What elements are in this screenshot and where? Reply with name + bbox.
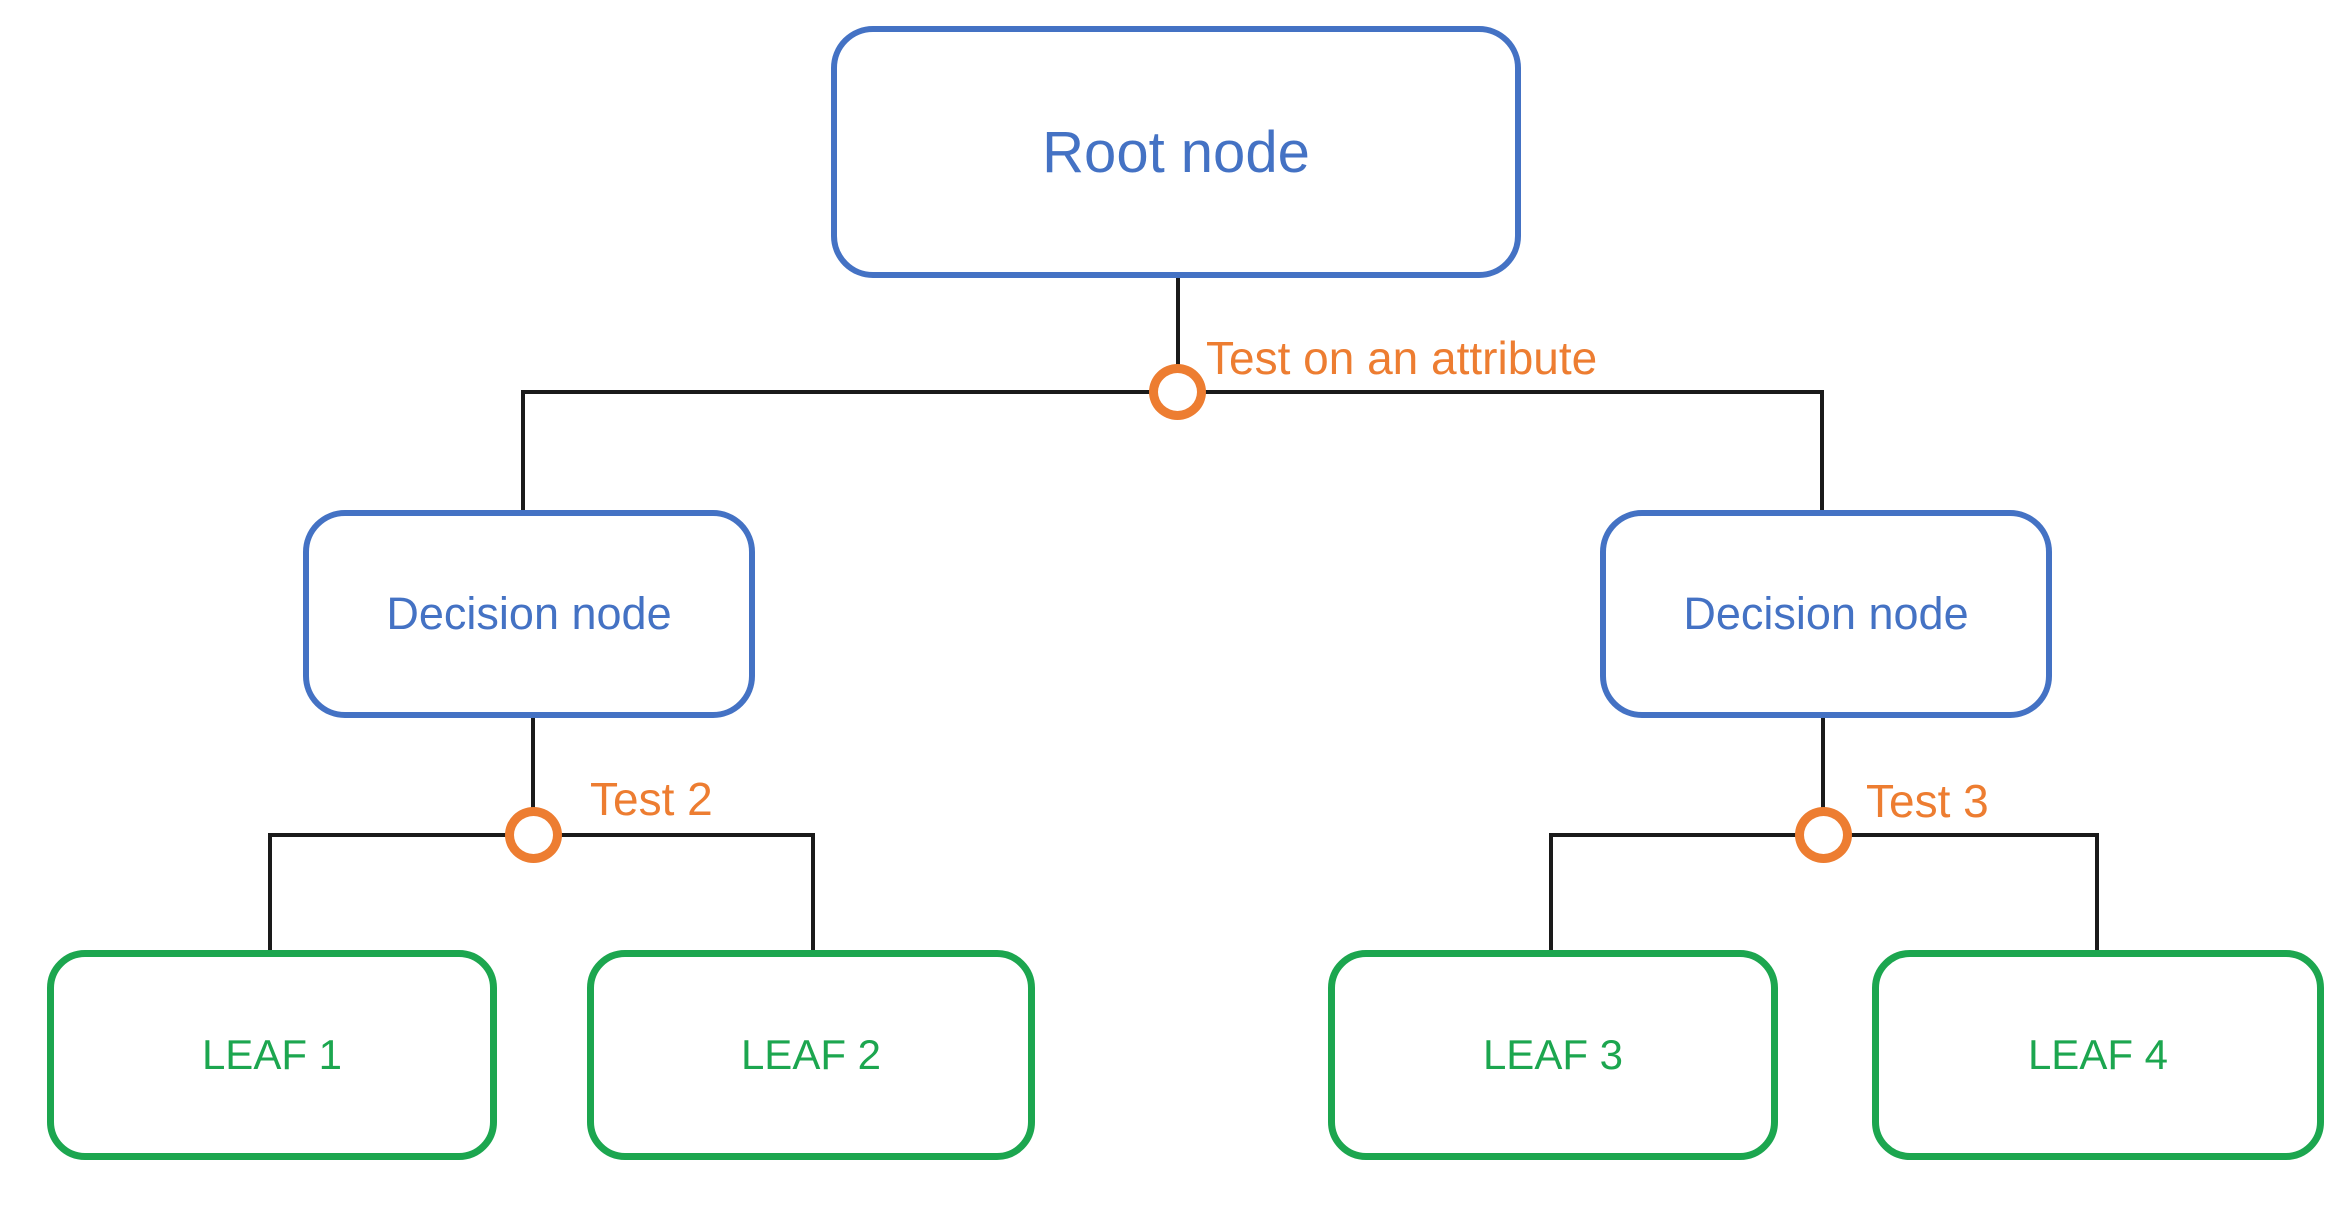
decision-node-left-label: Decision node <box>386 588 672 639</box>
leaf-node-4: LEAF 4 <box>1872 950 2324 1160</box>
connector-leaf4-drop <box>2095 833 2099 952</box>
root-node-label: Root node <box>1042 119 1310 185</box>
connector-leaf1-drop <box>268 833 272 952</box>
connector-left-decision-stem <box>531 718 535 835</box>
connector-root-stem <box>1176 278 1180 392</box>
branch-junction-circle-icon <box>1149 364 1206 420</box>
decision-node-left: Decision node <box>303 510 755 718</box>
leaf-node-2: LEAF 2 <box>587 950 1035 1160</box>
branch-label-root-test: Test on an attribute <box>1206 332 1598 384</box>
leaf-node-3: LEAF 3 <box>1328 950 1778 1160</box>
connector-leaf3-drop <box>1549 833 1553 952</box>
connector-right-decision-stem <box>1821 718 1825 835</box>
leaf-node-4-label: LEAF 4 <box>2027 1031 2169 1078</box>
connector-level1-right-drop <box>1820 390 1824 512</box>
decision-node-right-label: Decision node <box>1683 588 1969 639</box>
leaf-node-3-label: LEAF 3 <box>1482 1031 1624 1078</box>
branch-junction-circle-icon <box>1795 807 1852 863</box>
leaf-node-1: LEAF 1 <box>47 950 497 1160</box>
branch-junction-circle-icon <box>505 807 562 863</box>
decision-node-right: Decision node <box>1600 510 2052 718</box>
connector-level1-left-drop <box>521 390 525 512</box>
branch-label-test-3: Test 3 <box>1866 775 1989 827</box>
root-node: Root node <box>831 26 1521 278</box>
leaf-node-1-label: LEAF 1 <box>201 1031 343 1078</box>
branch-label-test-2: Test 2 <box>590 773 713 825</box>
connector-leaf2-drop <box>811 833 815 952</box>
leaf-node-2-label: LEAF 2 <box>740 1031 882 1078</box>
